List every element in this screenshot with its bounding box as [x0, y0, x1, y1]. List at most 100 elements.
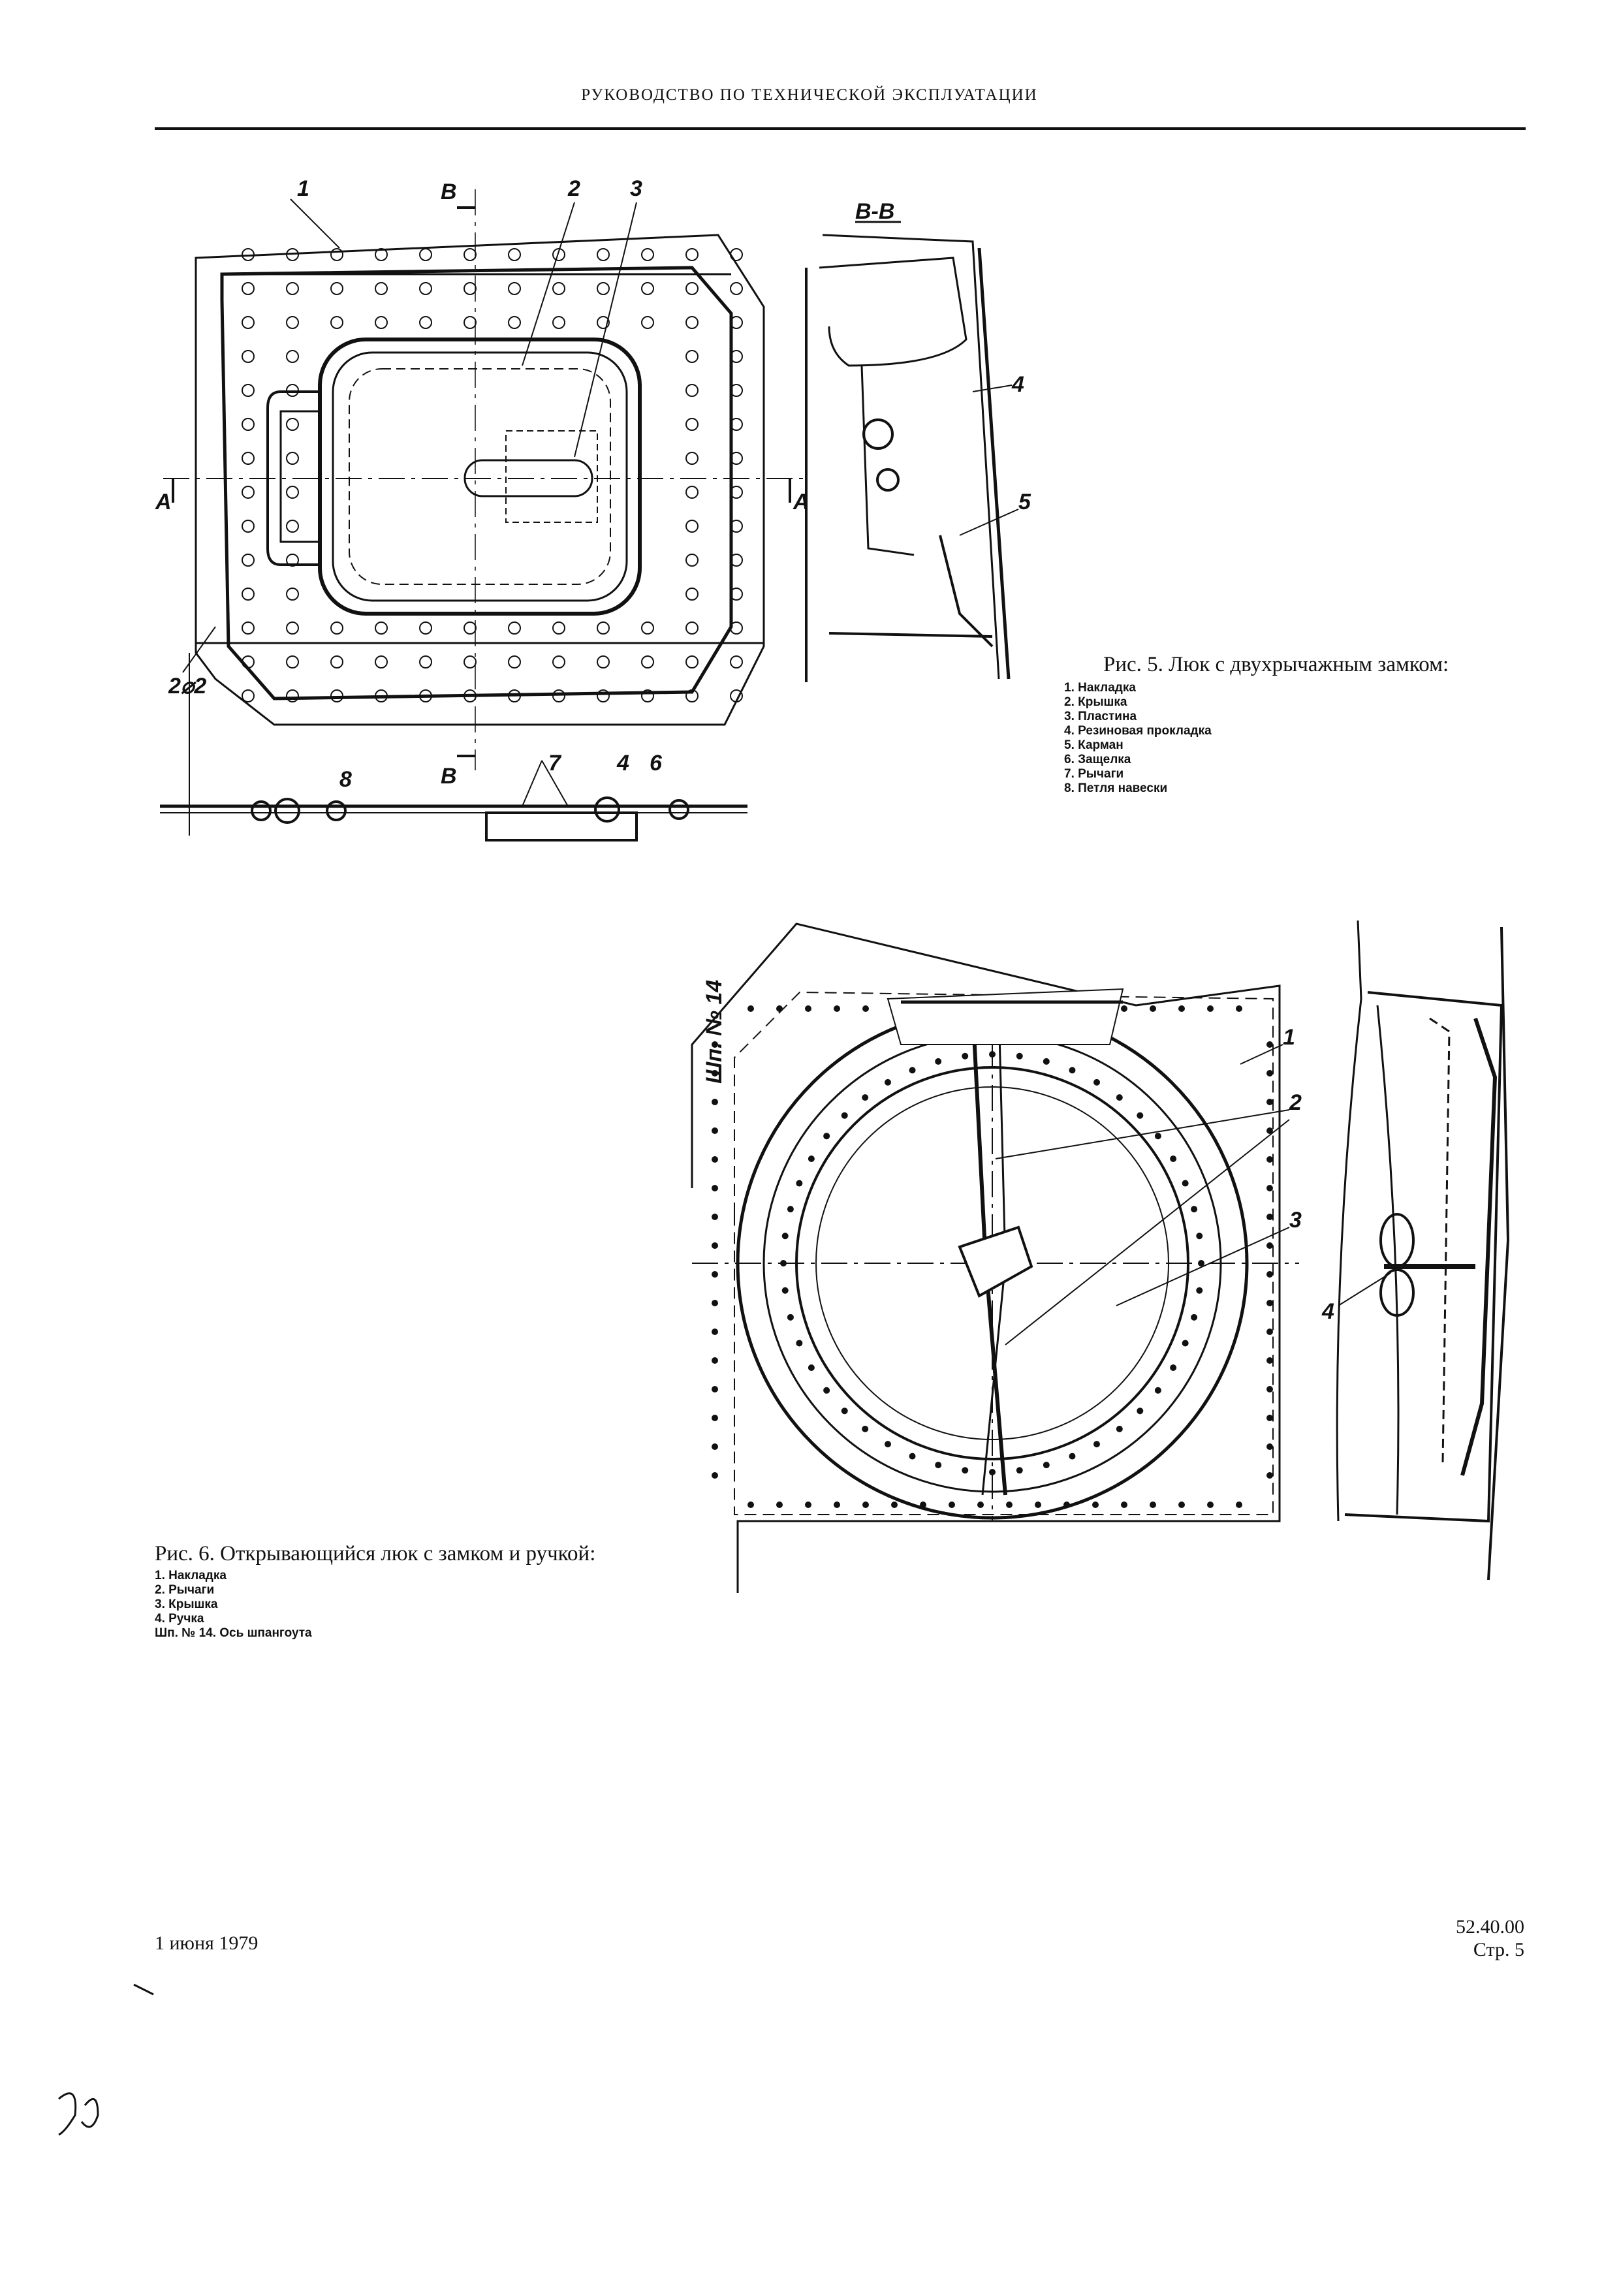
fig5-callout-4: 4	[616, 751, 629, 776]
rivet	[242, 384, 255, 397]
rivet	[962, 1467, 969, 1474]
rivet	[781, 1233, 789, 1240]
rivet	[1043, 1058, 1050, 1065]
rivet	[685, 486, 699, 499]
rivet	[712, 1214, 718, 1220]
rivet	[730, 452, 743, 465]
rivet	[552, 621, 565, 635]
rivet	[962, 1052, 969, 1060]
rivet	[242, 418, 255, 431]
fig5-callout-6: 6	[650, 751, 663, 776]
rivet	[1069, 1453, 1076, 1460]
rivet	[508, 316, 521, 329]
rivet	[1266, 1300, 1273, 1306]
rivet	[375, 316, 388, 329]
rivet	[1266, 1156, 1273, 1163]
rivet	[685, 520, 699, 533]
fig6-caption-title: Рис. 6. Открывающийся люк с замком и руч…	[155, 1542, 596, 1565]
rivet	[730, 486, 743, 499]
legend-item: 4. Резиновая прокладка	[1064, 724, 1212, 738]
rivet	[1207, 1005, 1214, 1012]
fig6-caption: Рис. 6. Открывающийся люк с замком и руч…	[155, 1542, 595, 1641]
rivet	[712, 1156, 718, 1163]
rivet	[552, 689, 565, 702]
rivet	[508, 655, 521, 668]
rivet	[712, 1357, 718, 1364]
rivet	[464, 621, 477, 635]
rivet	[1121, 1005, 1127, 1012]
rivet	[1266, 1185, 1273, 1191]
rivet	[286, 384, 299, 397]
rivet	[685, 621, 699, 635]
rivet	[1266, 1242, 1273, 1249]
rivet	[730, 350, 743, 363]
rivet	[1150, 1502, 1156, 1508]
rivet	[242, 655, 255, 668]
rivet	[464, 655, 477, 668]
rivet	[685, 655, 699, 668]
rivet	[330, 316, 343, 329]
rivet	[1137, 1407, 1144, 1415]
fig5-callout-3: 3	[630, 176, 642, 201]
rivet	[242, 588, 255, 601]
rivet	[1236, 1502, 1242, 1508]
rivet	[242, 689, 255, 702]
rivet	[949, 1502, 955, 1508]
rivet	[1266, 1329, 1273, 1335]
legend-item: 1. Накладка	[155, 1569, 227, 1582]
rivet	[1137, 1112, 1144, 1119]
rivet	[597, 655, 610, 668]
rivet	[712, 1070, 718, 1077]
rivet	[242, 621, 255, 635]
rivet	[909, 1067, 916, 1074]
rivet	[730, 418, 743, 431]
rivet	[508, 282, 521, 295]
rivet	[286, 621, 299, 635]
rivet	[1063, 1502, 1070, 1508]
overlay-plate	[220, 266, 733, 700]
running-header: РУКОВОДСТВО ПО ТЕХНИЧЕСКОЙ ЭКСПЛУАТАЦИИ	[581, 86, 1038, 104]
rivet	[641, 316, 654, 329]
rivet	[286, 282, 299, 295]
rivet	[1191, 1206, 1198, 1213]
rivet	[977, 1502, 984, 1508]
rivet	[823, 1133, 830, 1140]
rivet	[685, 316, 699, 329]
rivet	[1016, 1467, 1023, 1474]
rivet	[552, 655, 565, 668]
rivet	[712, 1127, 718, 1134]
fig5-legend: 1. Накладка 2. Крышка 3. Пластина 4. Рез…	[1064, 681, 1449, 796]
fig5-section-callout-4: 4	[1011, 372, 1024, 397]
rivet	[1236, 1005, 1242, 1012]
rivet	[730, 248, 743, 261]
fig5-section-a-right: A	[793, 490, 810, 514]
rivet	[508, 621, 521, 635]
fig6-front-view	[691, 922, 1299, 1593]
rivet	[508, 248, 521, 261]
rivet	[712, 1300, 718, 1306]
rivet	[862, 1094, 869, 1101]
rivet	[419, 655, 432, 668]
rivet	[730, 621, 743, 635]
rivet	[1191, 1313, 1198, 1321]
rivet	[464, 316, 477, 329]
rivet	[862, 1502, 869, 1508]
rivet	[730, 282, 743, 295]
rivet	[597, 316, 610, 329]
header-rule	[155, 127, 1526, 130]
legend-item: 8. Петля навески	[1064, 781, 1168, 795]
fig5-caption: Рис. 5. Люк с двухрычажным замком: 1. На…	[1064, 653, 1449, 796]
rivet	[419, 689, 432, 702]
fig5-plan-view	[160, 189, 803, 841]
rivet	[1035, 1502, 1041, 1508]
rivet	[1178, 1502, 1185, 1508]
rivet	[776, 1005, 783, 1012]
rivet	[375, 621, 388, 635]
fig5-section-bb-title: B-B	[855, 199, 894, 224]
rivet	[419, 621, 432, 635]
rivet	[712, 1185, 718, 1191]
rivet	[242, 282, 255, 295]
rivet	[1150, 1005, 1156, 1012]
rivet	[730, 554, 743, 567]
